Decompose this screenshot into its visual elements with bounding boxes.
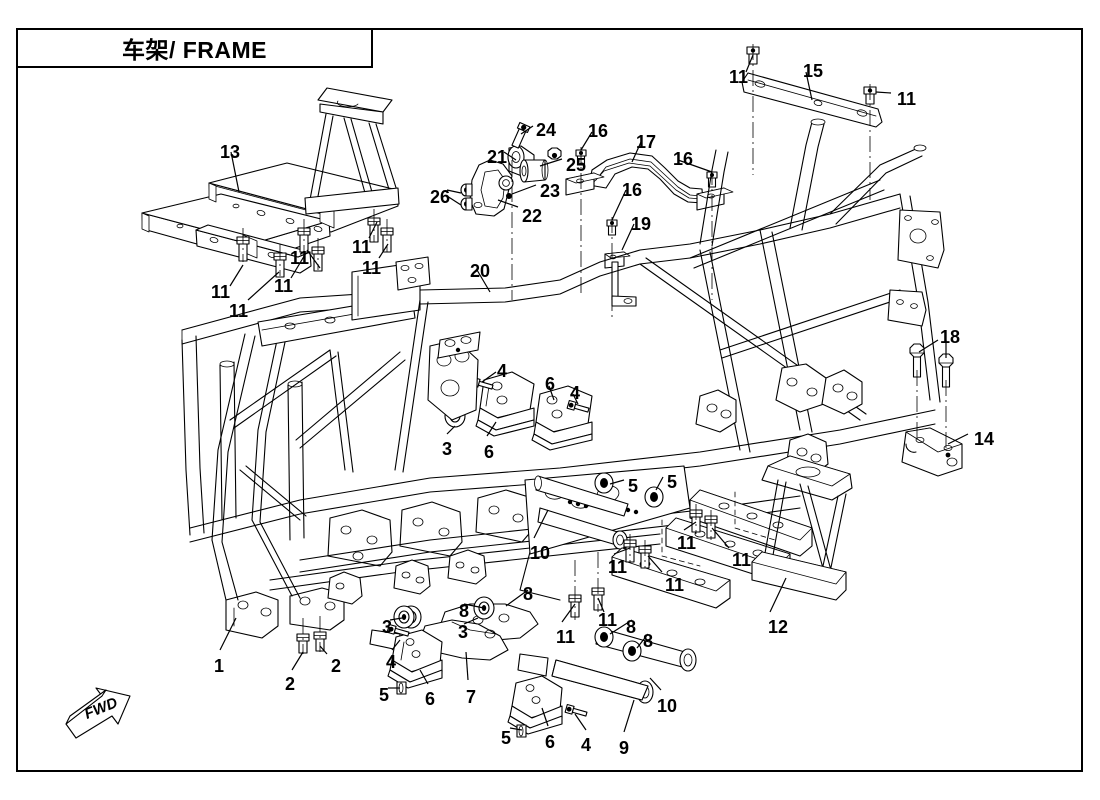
callout-number-6: 6 <box>484 442 495 462</box>
callout-number-4: 4 <box>497 361 508 381</box>
callout-number-7: 7 <box>466 687 477 707</box>
callout-number-6: 6 <box>545 374 556 394</box>
callout-number-11: 11 <box>677 533 697 553</box>
callout-number-11: 11 <box>665 575 685 595</box>
callout-number-9: 9 <box>619 738 630 758</box>
callout-number-20: 20 <box>470 261 491 281</box>
callout-number-15: 15 <box>803 61 824 81</box>
callout-number-11: 11 <box>362 258 382 278</box>
callout-number-3: 3 <box>458 622 469 642</box>
callout-number-11: 11 <box>290 248 310 268</box>
callout-number-8: 8 <box>643 631 654 651</box>
callout-number-2: 2 <box>285 674 296 694</box>
callout-number-10: 10 <box>530 543 551 563</box>
callout-number-16: 16 <box>588 121 609 141</box>
title-block: 车架/ FRAME <box>16 28 373 68</box>
callout-number-8: 8 <box>459 601 470 621</box>
leader-lines <box>219 54 969 733</box>
callout-number-1: 1 <box>214 656 225 676</box>
part-17-grab-bar <box>565 147 734 300</box>
callout-number-8: 8 <box>626 617 637 637</box>
part-14-bracket-right <box>901 343 963 477</box>
callout-number-2: 2 <box>331 656 342 676</box>
part-20-main-frame <box>181 118 945 639</box>
callout-number-10: 10 <box>657 696 678 716</box>
page-title: 车架/ FRAME <box>121 37 268 63</box>
callout-number-12: 12 <box>768 617 789 637</box>
callout-number-17: 17 <box>636 132 657 152</box>
callout-number-5: 5 <box>501 728 512 748</box>
callout-number-26: 26 <box>430 187 451 207</box>
callout-number-5: 5 <box>667 472 678 492</box>
callout-number-23: 23 <box>540 181 561 201</box>
callout-number-11: 11 <box>608 557 628 577</box>
callout-number-19: 19 <box>631 214 652 234</box>
callout-number-3: 3 <box>382 617 393 637</box>
callout-number-5: 5 <box>379 685 390 705</box>
part-13-rack-legs <box>304 87 400 215</box>
callout-number-4: 4 <box>570 383 581 403</box>
callout-number-18: 18 <box>940 327 961 347</box>
callout-number-6: 6 <box>425 689 436 709</box>
callout-number-3: 3 <box>442 439 453 459</box>
callout-number-25: 25 <box>566 155 587 175</box>
callout-number-24: 24 <box>536 120 557 140</box>
callout-number-16: 16 <box>622 180 643 200</box>
callout-number-4: 4 <box>581 735 592 755</box>
callout-number-6: 6 <box>545 732 556 752</box>
callout-number-14: 14 <box>974 429 995 449</box>
part-6-engine-mounts <box>427 331 593 451</box>
callout-number-4: 4 <box>386 652 397 672</box>
callout-number-16: 16 <box>673 149 694 169</box>
callout-number-11: 11 <box>229 301 249 321</box>
callout-number-5: 5 <box>628 476 639 496</box>
part-10-tube-center <box>534 475 629 550</box>
callout-number-13: 13 <box>220 142 241 162</box>
drawing-border <box>16 28 1083 772</box>
callout-number-22: 22 <box>522 206 543 226</box>
part-5-collars-center <box>594 472 664 508</box>
frame-geometry <box>141 44 969 738</box>
callout-number-11: 11 <box>598 610 618 630</box>
callout-number-11: 11 <box>897 89 917 109</box>
callout-number-11: 11 <box>732 550 752 570</box>
callout-number-11: 11 <box>352 237 372 257</box>
bolts-11-front-rack <box>236 209 394 278</box>
callout-number-8: 8 <box>523 584 534 604</box>
callout-number-21: 21 <box>487 147 508 167</box>
callout-number-11: 11 <box>556 627 576 647</box>
bolts-2-front <box>296 616 327 654</box>
callout-number-11: 11 <box>729 67 749 87</box>
part-12-rear-rack <box>611 455 853 609</box>
callout-number-11: 11 <box>274 276 294 296</box>
callout-number-11: 11 <box>211 282 231 302</box>
